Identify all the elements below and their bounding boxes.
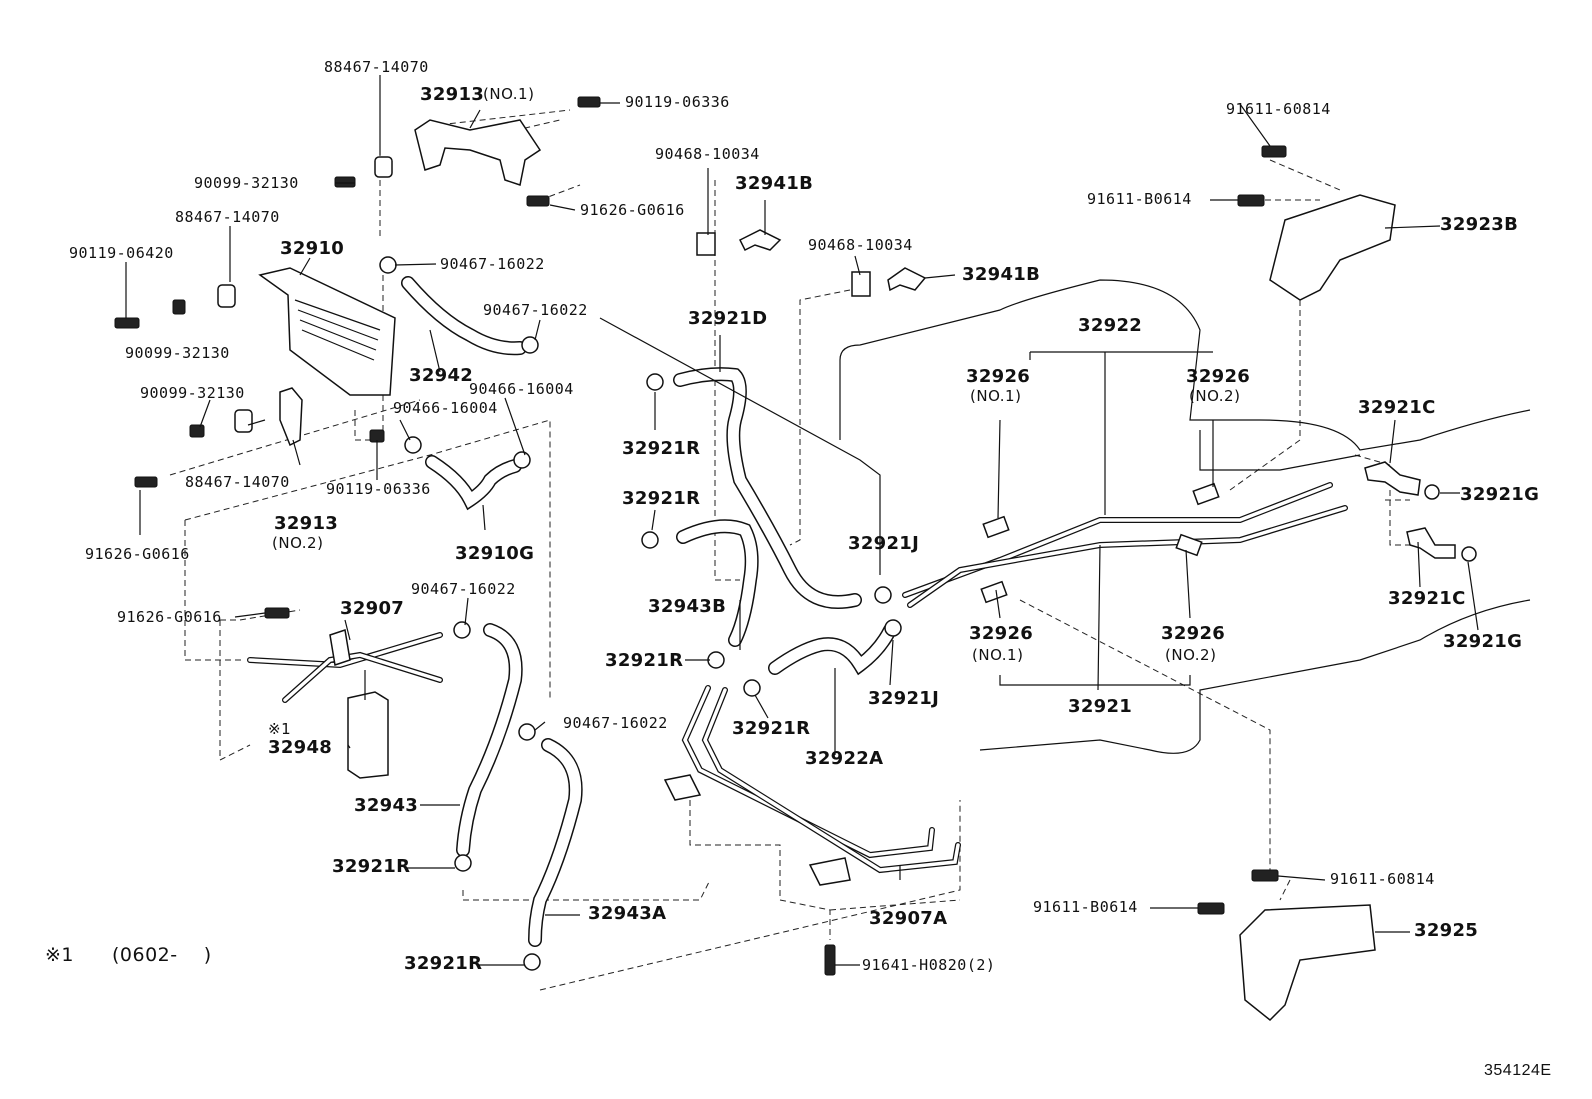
label-32910: 32910 bbox=[280, 238, 345, 259]
label-32907a: 32907A bbox=[869, 908, 948, 929]
hoses bbox=[401, 276, 897, 947]
label-32948: 32948 bbox=[268, 737, 333, 758]
label-90099-32130-a: 90099-32130 bbox=[194, 174, 299, 192]
body-outline bbox=[839, 279, 1531, 754]
label-32921r-d: 32921R bbox=[732, 718, 811, 739]
label-90467-16022-c: 90467-16022 bbox=[411, 580, 516, 598]
label-91626-g0616-b: 91626-G0616 bbox=[85, 545, 190, 563]
label-32926-a: 32926 bbox=[966, 366, 1031, 387]
label-91611-60814-b: 91611-60814 bbox=[1330, 870, 1435, 888]
label-91611-b0614-b: 91611-B0614 bbox=[1033, 898, 1138, 916]
label-88467-14070-top: 88467-14070 bbox=[324, 58, 429, 76]
label-mark-1: ※1 bbox=[268, 720, 292, 738]
label-32921r-f: 32921R bbox=[404, 953, 483, 974]
label-32921j-a: 32921J bbox=[848, 533, 920, 554]
label-32926-d: 32926 bbox=[1161, 623, 1226, 644]
label-32913-no1: (NO.1) bbox=[483, 85, 535, 103]
label-90099-32130-c: 90099-32130 bbox=[140, 384, 245, 402]
label-32907: 32907 bbox=[340, 598, 405, 619]
label-88467-14070-mid: 88467-14070 bbox=[175, 208, 280, 226]
label-32922a: 32922A bbox=[805, 748, 884, 769]
label-90468-10034-b: 90468-10034 bbox=[808, 236, 913, 254]
label-90466-16004-a: 90466-16004 bbox=[469, 380, 574, 398]
label-32921g-b: 32921G bbox=[1443, 631, 1523, 652]
label-90099-32130-b: 90099-32130 bbox=[125, 344, 230, 362]
label-32921j-b: 32921J bbox=[868, 688, 940, 709]
label-32921r-c: 32921R bbox=[605, 650, 684, 671]
label-90119-06336-b: 90119-06336 bbox=[326, 480, 431, 498]
label-91641-h0820: 91641-H0820(2) bbox=[862, 956, 996, 974]
label-32913: 32913 bbox=[420, 84, 485, 105]
figure-id: 354124E bbox=[1484, 1062, 1552, 1079]
label-32922: 32922 bbox=[1078, 315, 1143, 336]
label-90467-16022-b: 90467-16022 bbox=[483, 301, 588, 319]
label-32921r-a: 32921R bbox=[622, 438, 701, 459]
label-32921c-b: 32921C bbox=[1388, 588, 1466, 609]
label-32921g-a: 32921G bbox=[1460, 484, 1540, 505]
parts bbox=[114, 96, 1477, 1022]
label-32926-a-no: (NO.1) bbox=[970, 387, 1022, 405]
footnote-mark: ※1 bbox=[45, 944, 75, 966]
label-32943a: 32943A bbox=[588, 903, 667, 924]
label-32921r-e: 32921R bbox=[332, 856, 411, 877]
label-32943: 32943 bbox=[354, 795, 419, 816]
label-32910g: 32910G bbox=[455, 543, 535, 564]
label-90467-16022-d: 90467-16022 bbox=[563, 714, 668, 732]
label-90466-16004-b: 90466-16004 bbox=[393, 399, 498, 417]
label-32943b: 32943B bbox=[648, 596, 727, 617]
label-32926-c: 32926 bbox=[969, 623, 1034, 644]
label-91611-b0614-a: 91611-B0614 bbox=[1087, 190, 1192, 208]
label-32941b-a: 32941B bbox=[735, 173, 814, 194]
label-32921r-b: 32921R bbox=[622, 488, 701, 509]
label-32926-d-no: (NO.2) bbox=[1165, 646, 1217, 664]
label-90467-16022-a: 90467-16022 bbox=[440, 255, 545, 273]
label-90119-06336-a: 90119-06336 bbox=[625, 93, 730, 111]
label-91626-g0616-c: 91626-G0616 bbox=[117, 608, 222, 626]
dashed-guides bbox=[169, 80, 1410, 991]
label-32926-b-no: (NO.2) bbox=[1189, 387, 1241, 405]
footnote-range: (0602- ) bbox=[112, 944, 212, 966]
label-32913-no2: (NO.2) bbox=[272, 534, 324, 552]
label-91611-60814-a: 91611-60814 bbox=[1226, 100, 1331, 118]
label-32913-b: 32913 bbox=[274, 513, 339, 534]
label-32926-b: 32926 bbox=[1186, 366, 1251, 387]
leader-lines bbox=[125, 75, 1479, 966]
label-88467-14070-low: 88467-14070 bbox=[185, 473, 290, 491]
label-32925: 32925 bbox=[1414, 920, 1479, 941]
label-32923b: 32923B bbox=[1440, 214, 1519, 235]
label-32921c-a: 32921C bbox=[1358, 397, 1436, 418]
label-90119-06420: 90119-06420 bbox=[69, 244, 174, 262]
label-32921: 32921 bbox=[1068, 696, 1133, 717]
label-91626-g0616-a: 91626-G0616 bbox=[580, 201, 685, 219]
label-32942: 32942 bbox=[409, 365, 474, 386]
label-32921d: 32921D bbox=[688, 308, 768, 329]
label-90468-10034-a: 90468-10034 bbox=[655, 145, 760, 163]
label-32926-c-no: (NO.1) bbox=[972, 646, 1024, 664]
label-32941b-b: 32941B bbox=[962, 264, 1041, 285]
